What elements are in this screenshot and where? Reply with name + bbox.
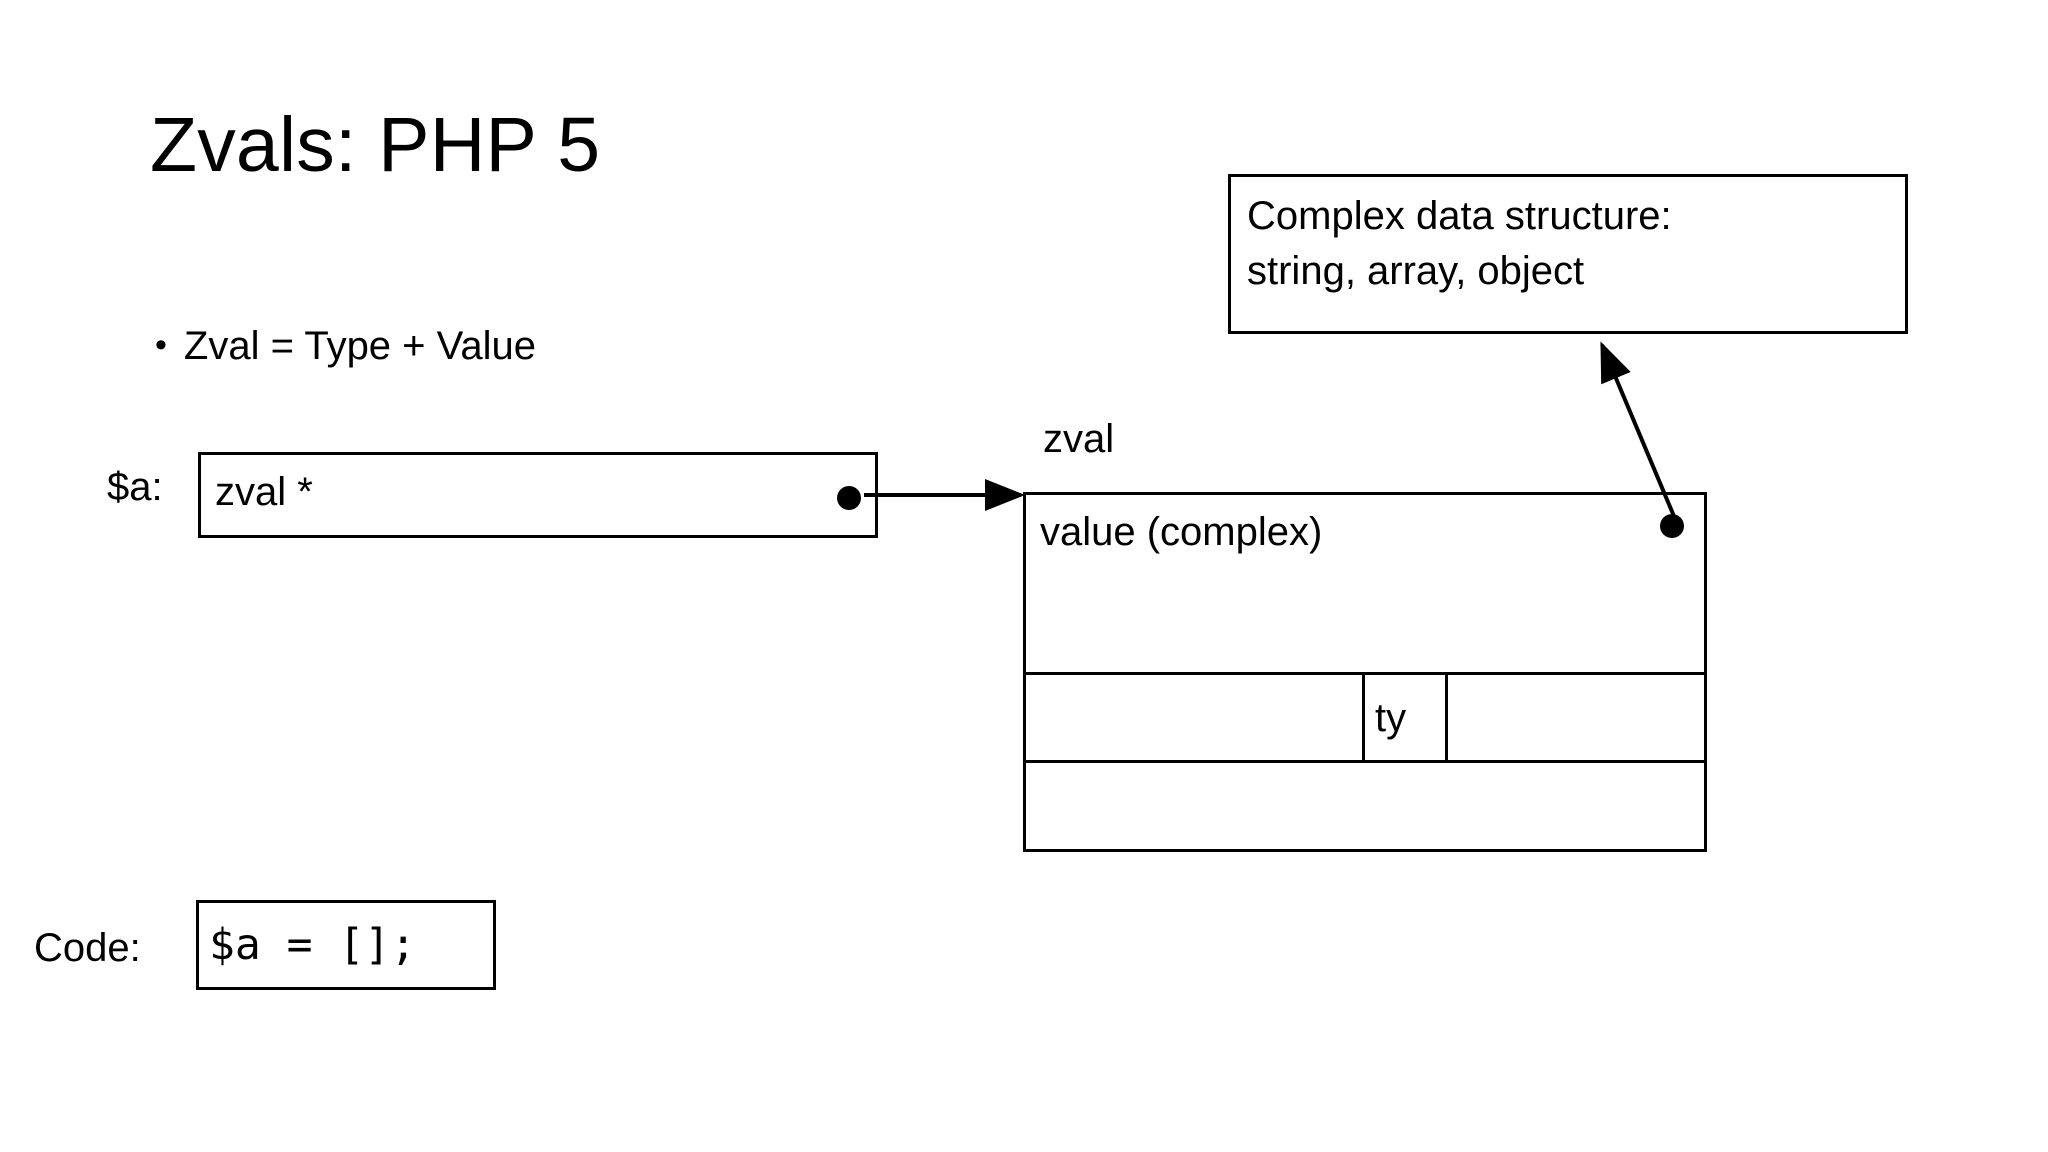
zval-type-row: ty [1026,675,1704,763]
zval-empty-row [1026,763,1704,849]
bullet-item-label: Zval = Type + Value [183,324,536,368]
code-snippet-text: $a = []; [209,919,417,970]
zval-value-label: value (complex) [1040,510,1323,554]
zval-empty-cell [1026,763,1704,849]
zval-type-row-left-cell [1026,675,1365,760]
bullet-list-item: • Zval = Type + Value [155,322,536,370]
zval-struct-caption: zval [1043,417,1115,461]
variable-name-label: $a: [107,465,163,509]
zval-type-cell: ty [1365,675,1448,760]
zval-value-cell: value (complex) [1026,495,1704,672]
code-label: Code: [34,926,141,970]
pointer-dot-icon [837,486,861,510]
zval-type-row-right-cell [1448,675,1704,760]
callout-line-1: Complex data structure: [1247,194,1672,238]
zval-type-label: ty [1375,695,1407,740]
callout-line-2: string, array, object [1247,249,1585,294]
variable-pointer-box: zval * [198,452,878,538]
zval-value-row: value (complex) [1026,495,1704,675]
bullet-marker-icon: • [155,326,167,364]
code-snippet-box: $a = []; [196,900,496,990]
zval-struct-box: value (complex) ty [1023,492,1707,852]
callout-box: Complex data structure: string, array, o… [1228,174,1908,334]
variable-pointer-type-label: zval * [215,470,313,514]
page-title: Zvals: PHP 5 [150,102,601,188]
value-pointer-dot-icon [1660,514,1684,538]
